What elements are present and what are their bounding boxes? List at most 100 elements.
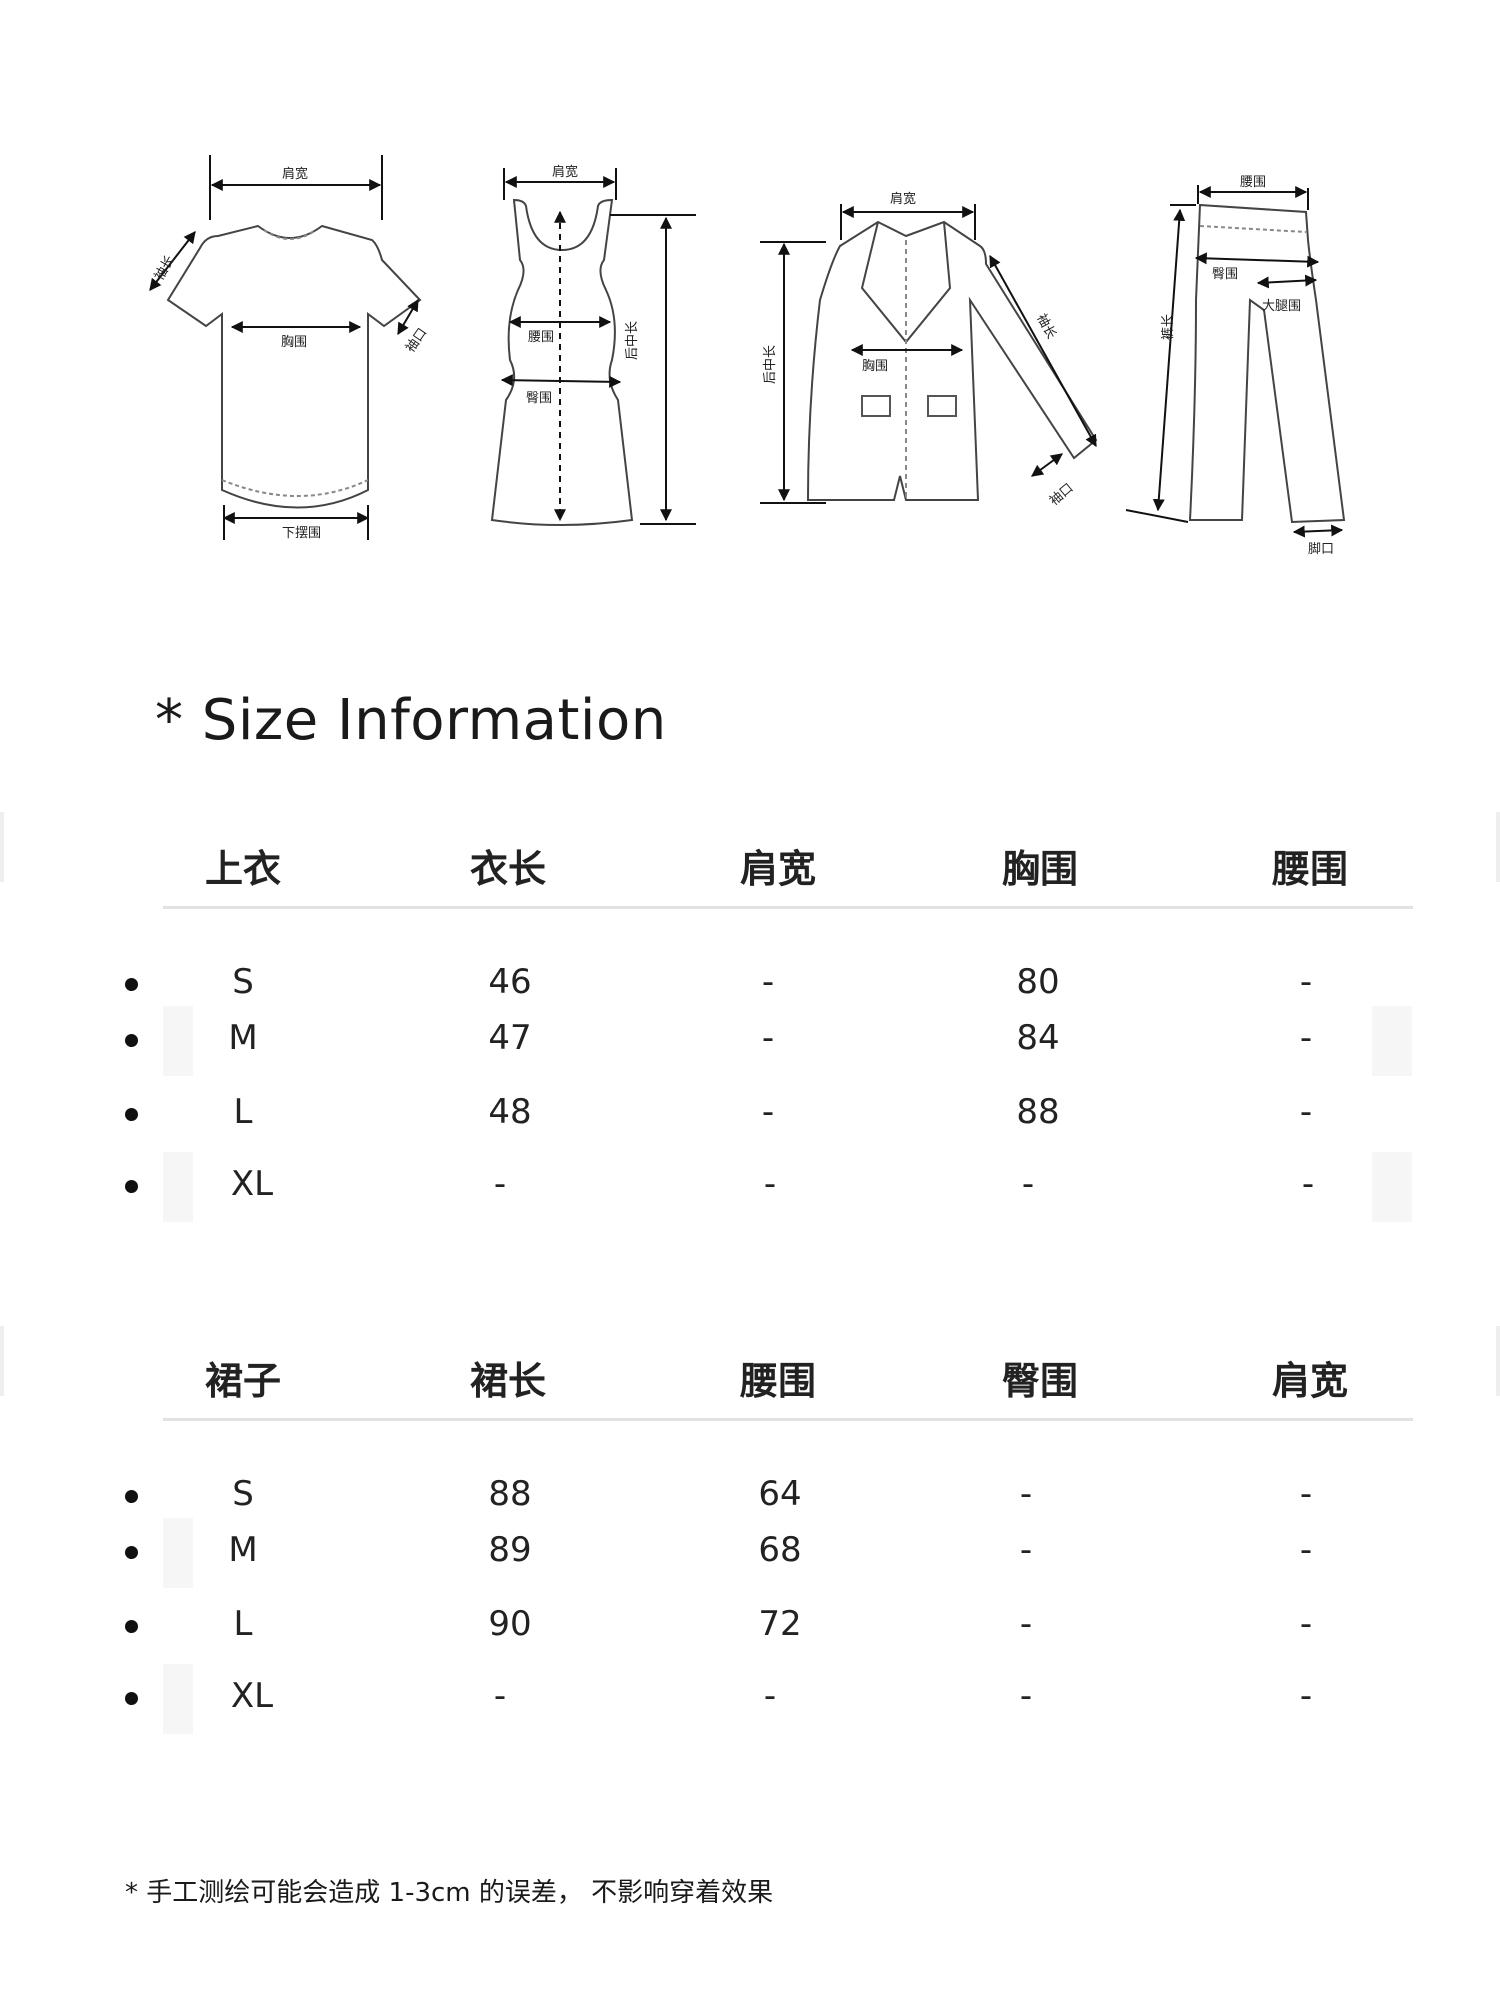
bullet bbox=[125, 978, 138, 991]
value-cell: - bbox=[1301, 1164, 1315, 1204]
blazer-diagram bbox=[760, 204, 1098, 504]
value-cell: - bbox=[1299, 1530, 1313, 1570]
pants-length-label: 裤长 bbox=[1161, 314, 1176, 340]
dress-back-length-label: 后中长 bbox=[625, 321, 640, 360]
bullet bbox=[125, 1180, 138, 1193]
value-cell: - bbox=[493, 1676, 507, 1716]
value-cell: 80 bbox=[1016, 962, 1060, 1002]
value-cell: - bbox=[761, 1018, 775, 1058]
right-edge-mark bbox=[1496, 812, 1500, 882]
table-divider bbox=[163, 906, 1413, 909]
dress-waist-label: 腰围 bbox=[528, 330, 554, 345]
bullet bbox=[125, 1490, 138, 1503]
value-cell: 64 bbox=[758, 1474, 802, 1514]
measurement-footnote: * 手工测绘可能会造成 1-3cm 的误差， 不影响穿着效果 bbox=[125, 1878, 774, 1908]
value-cell: 89 bbox=[488, 1530, 532, 1570]
value-cell: - bbox=[1299, 1676, 1313, 1716]
table-row: M 89 68 - - bbox=[0, 1518, 1500, 1588]
tshirt-outline bbox=[166, 224, 422, 509]
value-cell: - bbox=[1299, 1018, 1313, 1058]
row-shade bbox=[163, 1664, 193, 1734]
garment-diagrams: 肩宽 袖长 胸围 袖口 下摆围 肩宽 腰围 臀围 后中长 肩宽 后中长 胸围 袖… bbox=[0, 0, 1500, 600]
value-cell: - bbox=[763, 1676, 777, 1716]
table-row: XL - - - - bbox=[0, 1664, 1500, 1734]
value-cell: - bbox=[1019, 1474, 1033, 1514]
table-header-row: 裙子 裙长 腰围 臀围 肩宽 bbox=[0, 1332, 1500, 1422]
bullet bbox=[125, 1620, 138, 1633]
table-row: S 88 64 - - bbox=[0, 1462, 1500, 1532]
value-cell: 88 bbox=[1016, 1092, 1060, 1132]
row-shade bbox=[163, 1518, 193, 1588]
right-edge-mark bbox=[1496, 1326, 1500, 1396]
pants-waist-label: 腰围 bbox=[1240, 175, 1266, 190]
header-cell: 胸围 bbox=[1001, 846, 1079, 891]
table-divider bbox=[163, 1418, 1413, 1421]
bullet bbox=[125, 1546, 138, 1559]
pants-diagram bbox=[1125, 185, 1346, 538]
value-cell: - bbox=[1021, 1164, 1035, 1204]
value-cell: - bbox=[493, 1164, 507, 1204]
tshirt-chest-label: 胸围 bbox=[281, 335, 307, 350]
tshirt-hem-label: 下摆围 bbox=[282, 526, 321, 541]
tshirt-shoulder-label: 肩宽 bbox=[282, 166, 308, 182]
row-shade bbox=[1372, 1006, 1412, 1076]
dress-hip-label: 臀围 bbox=[526, 391, 552, 406]
header-cell: 上衣 bbox=[204, 846, 282, 891]
dress-shoulder-label: 肩宽 bbox=[552, 164, 578, 180]
blazer-back-length-label: 后中长 bbox=[763, 345, 778, 384]
pants-outline bbox=[1188, 203, 1346, 524]
blazer-outline bbox=[806, 220, 1098, 501]
header-cell: 腰围 bbox=[1271, 846, 1349, 891]
header-cell: 肩宽 bbox=[1271, 1358, 1349, 1403]
tops-size-table: 上衣 衣长 肩宽 胸围 腰围 S 46 - 80 - M 47 - 84 - L… bbox=[0, 820, 1500, 1240]
pants-thigh-label: 大腿围 bbox=[1262, 299, 1301, 314]
blazer-sleeve-length-label: 袖长 bbox=[1033, 312, 1058, 342]
size-cell: M bbox=[228, 1018, 258, 1058]
value-cell: - bbox=[1299, 1092, 1313, 1132]
value-cell: - bbox=[761, 962, 775, 1002]
header-cell: 裙子 bbox=[204, 1358, 282, 1403]
tshirt-cuff-label: 袖口 bbox=[403, 326, 430, 356]
tshirt-hem-stitch bbox=[221, 479, 369, 497]
header-cell: 裙长 bbox=[469, 1358, 547, 1403]
value-cell: 90 bbox=[488, 1604, 532, 1644]
pants-leg-opening-label: 脚口 bbox=[1308, 541, 1334, 557]
bullet bbox=[125, 1692, 138, 1705]
value-cell: 48 bbox=[488, 1092, 532, 1132]
size-cell: XL bbox=[230, 1676, 274, 1716]
pants-hip-label: 臀围 bbox=[1212, 267, 1238, 282]
size-cell: L bbox=[233, 1604, 253, 1644]
table-row: L 90 72 - - bbox=[0, 1592, 1500, 1662]
value-cell: 84 bbox=[1016, 1018, 1060, 1058]
value-cell: - bbox=[1299, 1604, 1313, 1644]
dress-diagram bbox=[490, 168, 696, 526]
size-cell: M bbox=[228, 1530, 258, 1570]
tshirt-collar bbox=[263, 229, 317, 240]
table-row: M 47 - 84 - bbox=[0, 1006, 1500, 1076]
blazer-shoulder-label: 肩宽 bbox=[890, 191, 916, 207]
value-cell: - bbox=[1019, 1604, 1033, 1644]
size-cell: L bbox=[233, 1092, 253, 1132]
value-cell: 72 bbox=[758, 1604, 802, 1644]
value-cell: - bbox=[1299, 1474, 1313, 1514]
size-info-title: * Size Information bbox=[155, 688, 667, 753]
blazer-cuff-label: 袖口 bbox=[1047, 481, 1077, 509]
tshirt-diagram bbox=[149, 155, 422, 540]
left-edge-mark bbox=[0, 812, 4, 882]
header-cell: 衣长 bbox=[469, 846, 547, 891]
value-cell: - bbox=[761, 1092, 775, 1132]
header-cell: 肩宽 bbox=[739, 846, 817, 891]
table-row: XL - - - - bbox=[0, 1152, 1500, 1222]
value-cell: - bbox=[1019, 1530, 1033, 1570]
row-shade bbox=[163, 1152, 193, 1222]
dress-outline bbox=[490, 198, 634, 526]
value-cell: 88 bbox=[488, 1474, 532, 1514]
skirts-size-table: 裙子 裙长 腰围 臀围 肩宽 S 88 64 - - M 89 68 - - L… bbox=[0, 1332, 1500, 1752]
value-cell: - bbox=[1019, 1676, 1033, 1716]
row-shade bbox=[1372, 1152, 1412, 1222]
size-cell: S bbox=[232, 1474, 254, 1514]
table-header-row: 上衣 衣长 肩宽 胸围 腰围 bbox=[0, 820, 1500, 910]
value-cell: 68 bbox=[758, 1530, 802, 1570]
header-cell: 臀围 bbox=[1001, 1358, 1079, 1403]
size-cell: S bbox=[232, 962, 254, 1002]
